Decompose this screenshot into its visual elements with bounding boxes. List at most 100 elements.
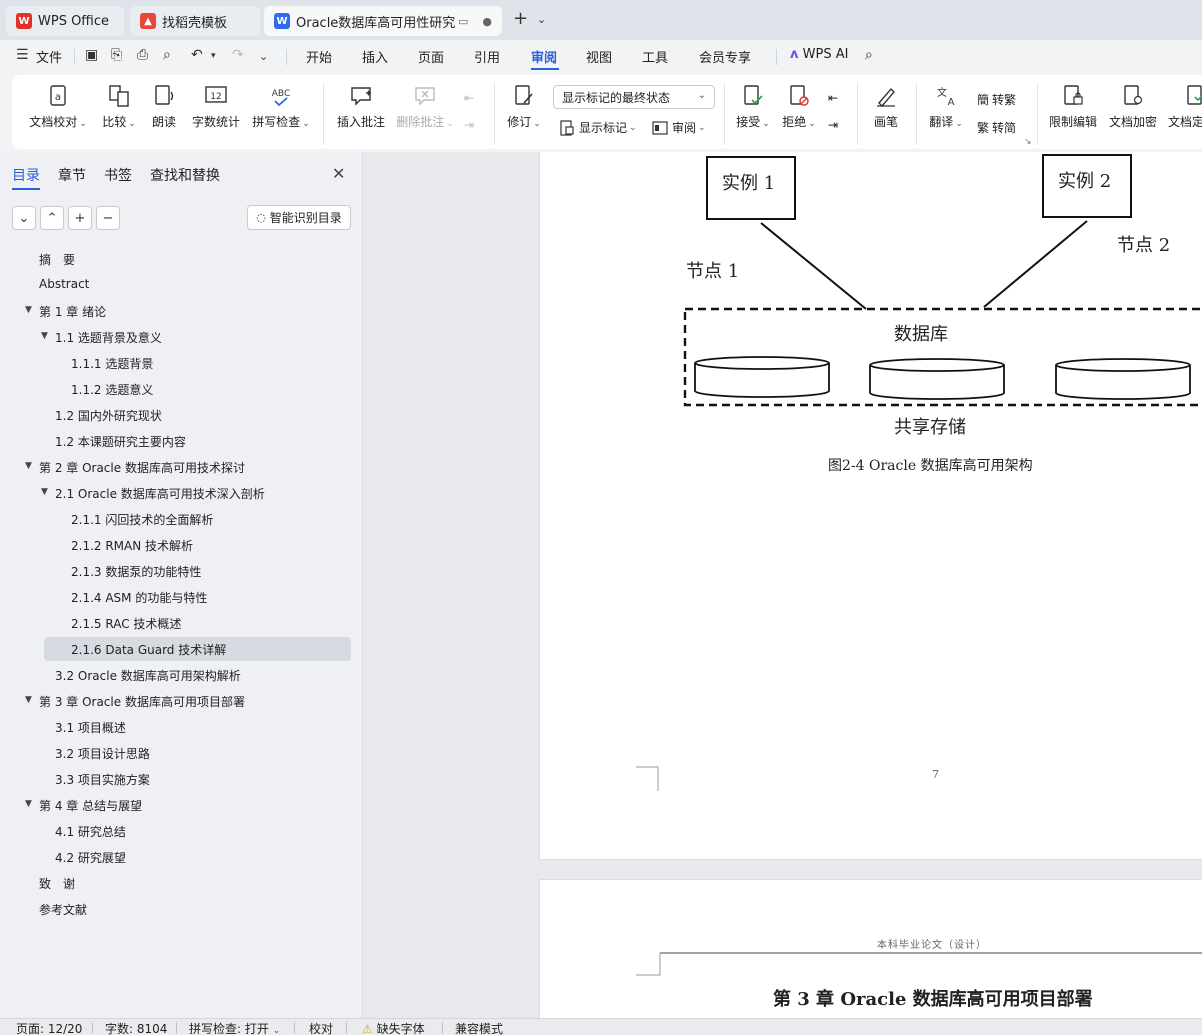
undo-dropdown-icon[interactable]: ▾	[211, 51, 216, 61]
encrypt-button[interactable]: 文档加密	[1108, 85, 1158, 130]
toc-item[interactable]: 4.1 研究总结	[55, 825, 126, 839]
toc-item[interactable]: 第 1 章 绪论	[39, 305, 107, 319]
next-change-icon[interactable]: ⇥	[828, 118, 839, 132]
toc-item[interactable]: 第 3 章 Oracle 数据库高可用项目部署	[39, 695, 245, 709]
tab-wps-office[interactable]: W WPS Office	[6, 6, 124, 36]
delete-comment-button[interactable]: 删除批注⌄	[396, 85, 454, 130]
toc-item[interactable]: 1.2 国内外研究现状	[55, 409, 162, 423]
status-missing-fonts[interactable]: ⚠ 缺失字体	[362, 1020, 425, 1035]
reject-button[interactable]: 拒绝⌄	[780, 85, 818, 130]
unsaved-dot-icon[interactable]: ●	[482, 14, 492, 28]
nav-tab-toc[interactable]: 目录	[12, 168, 40, 184]
document-canvas[interactable]: 实例 1 实例 2 节点 1 节点 2 数据库 共享存储 图2-4 Oracle…	[364, 152, 1202, 1018]
toc-item[interactable]: 3.3 项目实施方案	[55, 773, 150, 787]
toc-item[interactable]: 1.1 选题背景及意义	[55, 331, 162, 345]
previous-comment-icon[interactable]: ⇤	[464, 91, 475, 105]
save-icon[interactable]: ▣	[85, 47, 99, 63]
monitor-icon[interactable]: ▭	[457, 14, 469, 28]
close-icon[interactable]: ✕	[332, 164, 346, 183]
redo-icon[interactable]: ↷	[232, 47, 244, 63]
nav-tab-find-replace[interactable]: 查找和替换	[150, 168, 220, 184]
toc-item[interactable]: 1.2 本课题研究主要内容	[55, 435, 186, 449]
toc-item[interactable]: 4.2 研究展望	[55, 851, 126, 865]
export-icon[interactable]: ⎘	[111, 47, 123, 63]
to-simplified-button[interactable]: 繁 转简	[977, 119, 1016, 136]
accept-button[interactable]: 接受⌄	[734, 85, 772, 130]
tab-document[interactable]: W Oracle数据库高可用性研究与 ▭ ●	[264, 6, 502, 36]
to-traditional-button[interactable]: 簡 转繁	[977, 91, 1016, 108]
print-icon[interactable]: ⎙	[137, 47, 149, 63]
toc-item[interactable]: 2.1.1 闪回技术的全面解析	[71, 513, 214, 527]
hamburger-icon[interactable]: ☰	[16, 47, 29, 63]
status-word-count[interactable]: 字数: 8104	[105, 1022, 168, 1035]
status-spell-check[interactable]: 拼写检查: 打开 ⌄	[189, 1020, 280, 1035]
toc-item[interactable]: 2.1.3 数据泵的功能特性	[71, 565, 202, 579]
print-preview-icon[interactable]: ⌕	[163, 47, 171, 63]
collapse-arrow-icon[interactable]: ▼	[25, 305, 32, 315]
next-comment-icon[interactable]: ⇥	[464, 118, 475, 132]
chevron-up-icon[interactable]: ⌃	[40, 206, 64, 230]
collapse-arrow-icon[interactable]: ▼	[25, 461, 32, 471]
menu-insert[interactable]: 插入	[362, 51, 389, 66]
collapse-arrow-icon[interactable]: ▼	[41, 487, 48, 497]
toc-item[interactable]: Abstract	[39, 277, 90, 291]
collapse-arrow-icon[interactable]: ▼	[41, 331, 48, 341]
tab-list-chevron-icon[interactable]: ⌄	[537, 13, 547, 26]
toc-item[interactable]: 2.1.4 ASM 的功能与特性	[71, 591, 208, 605]
search-icon[interactable]: ⌕	[865, 47, 873, 63]
tab-docer-templates[interactable]: ▲ 找稻壳模板	[130, 6, 260, 36]
collapse-arrow-icon[interactable]: ▼	[25, 695, 32, 705]
quick-access-chevron-icon[interactable]: ⌄	[259, 50, 269, 63]
menu-view[interactable]: 视图	[586, 51, 613, 66]
restrict-edit-button[interactable]: 限制编辑	[1048, 85, 1098, 130]
undo-icon[interactable]: ↶	[191, 47, 203, 63]
collapse-all-icon[interactable]: ⌄	[12, 206, 36, 230]
read-aloud-button[interactable]: 朗读	[149, 85, 179, 130]
toc-item[interactable]: 第 2 章 Oracle 数据库高可用技术探讨	[39, 461, 245, 475]
menu-review[interactable]: 审阅	[531, 51, 558, 66]
wps-ai-button[interactable]: ʌ WPS AI	[790, 47, 848, 62]
toc-item[interactable]: 致 谢	[39, 877, 76, 891]
doc-final-button[interactable]: 文档定	[1168, 85, 1202, 130]
toc-item[interactable]: 1.1.1 选题背景	[71, 357, 154, 371]
toc-item[interactable]: 2.1.5 RAC 技术概述	[71, 617, 182, 631]
compare-button[interactable]: 比较⌄	[98, 85, 140, 130]
spell-check-button[interactable]: ABC 拼写检查⌄	[250, 85, 312, 130]
previous-change-icon[interactable]: ⇤	[828, 91, 839, 105]
track-changes-button[interactable]: 修订⌄	[504, 85, 544, 130]
toc-item[interactable]: 摘 要	[39, 253, 76, 267]
document-page[interactable]: 本科毕业论文（设计） 第 3 章 Oracle 数据库高可用项目部署	[539, 879, 1202, 1018]
menu-home[interactable]: 开始	[306, 51, 333, 66]
word-count-button[interactable]: 12 字数统计	[190, 85, 242, 130]
menu-membership[interactable]: 会员专享	[699, 51, 752, 66]
status-proof[interactable]: 校对	[309, 1022, 334, 1035]
toc-item[interactable]: 参考文献	[39, 903, 88, 917]
add-heading-icon[interactable]: +	[68, 206, 92, 230]
toc-item[interactable]: 1.1.2 选题意义	[71, 383, 154, 397]
nav-tab-sections[interactable]: 章节	[58, 168, 86, 184]
show-markup-button[interactable]: 显示标记⌄	[559, 119, 637, 136]
menu-references[interactable]: 引用	[474, 51, 501, 66]
markup-state-select[interactable]: 显示标记的最终状态 ⌄	[553, 85, 715, 109]
toc-item[interactable]: 2.1.6 Data Guard 技术详解	[71, 643, 227, 657]
collapse-arrow-icon[interactable]: ▼	[25, 799, 32, 809]
remove-heading-icon[interactable]: −	[96, 206, 120, 230]
toc-item[interactable]: 2.1.2 RMAN 技术解析	[71, 539, 194, 553]
toc-item[interactable]: 3.2 项目设计思路	[55, 747, 150, 761]
menu-file[interactable]: 文件	[36, 51, 63, 66]
new-tab-icon[interactable]: +	[513, 8, 529, 29]
proofread-button[interactable]: a 文档校对⌄	[29, 85, 87, 130]
toc-item[interactable]: 3.1 项目概述	[55, 721, 126, 735]
nav-tab-bookmarks[interactable]: 书签	[104, 168, 132, 184]
insert-comment-button[interactable]: 插入批注	[336, 85, 386, 130]
toc-item[interactable]: 2.1 Oracle 数据库高可用技术深入剖析	[55, 487, 265, 501]
toc-item[interactable]: 第 4 章 总结与展望	[39, 799, 143, 813]
status-page[interactable]: 页面: 12/20	[16, 1022, 83, 1035]
smart-toc-button[interactable]: ◌ 智能识别目录	[247, 205, 351, 230]
pen-button[interactable]: 画笔	[870, 85, 902, 130]
menu-tools[interactable]: 工具	[642, 51, 669, 66]
group-expand-icon[interactable]: ↘	[1024, 137, 1032, 147]
document-page[interactable]: 实例 1 实例 2 节点 1 节点 2 数据库 共享存储 图2-4 Oracle…	[539, 152, 1202, 860]
menu-page[interactable]: 页面	[418, 51, 445, 66]
